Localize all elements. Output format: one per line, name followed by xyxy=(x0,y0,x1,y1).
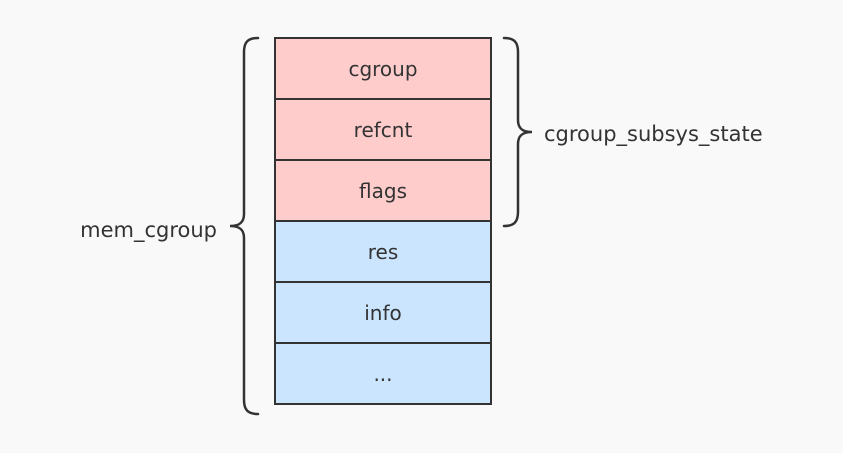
field-label: info xyxy=(364,300,402,325)
cgroup-subsys-state-brace xyxy=(502,36,533,228)
cgroup-subsys-state-label: cgroup_subsys_state xyxy=(544,122,763,146)
mem-cgroup-label: mem_cgroup xyxy=(80,218,217,242)
field-label: res xyxy=(367,239,399,264)
field-refcnt: refcnt xyxy=(274,98,492,161)
struct-field-stack: cgroup refcnt flags res info ... xyxy=(274,37,492,405)
field-ellipsis: ... xyxy=(274,342,492,405)
field-flags: flags xyxy=(274,159,492,222)
field-res: res xyxy=(274,220,492,283)
field-label: cgroup xyxy=(348,56,418,81)
field-label: refcnt xyxy=(353,117,413,142)
field-info: info xyxy=(274,281,492,344)
field-cgroup: cgroup xyxy=(274,37,492,100)
field-label: flags xyxy=(359,178,407,203)
field-label: ... xyxy=(373,361,393,386)
mem-cgroup-brace xyxy=(229,36,260,416)
